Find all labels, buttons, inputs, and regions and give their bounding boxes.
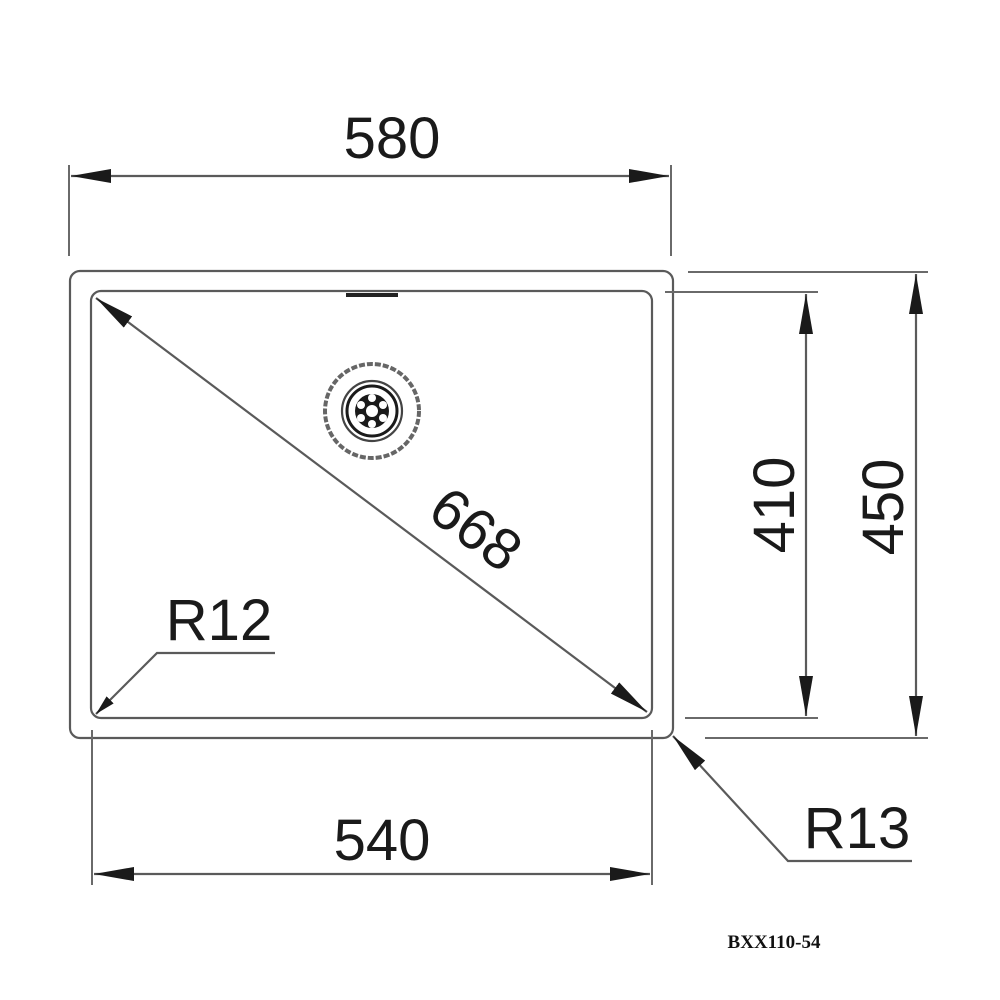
radius-label-r12: R12 xyxy=(166,588,272,653)
dimension-label-668: 668 xyxy=(418,474,534,584)
dimension-outer-height: 450 xyxy=(688,271,928,739)
radius-label-r13: R13 xyxy=(804,796,910,861)
dimension-outer-width: 580 xyxy=(68,106,672,256)
dimension-label-410: 410 xyxy=(742,457,807,554)
drain-strainer-icon xyxy=(323,362,421,460)
radius-outer-callout: R13 xyxy=(672,735,912,863)
dimension-label-540: 540 xyxy=(334,808,431,873)
dimension-inner-height: 410 xyxy=(665,291,818,719)
model-code: BXX110-54 xyxy=(728,932,821,953)
radius-inner-callout: R12 xyxy=(95,588,275,715)
dimension-label-450: 450 xyxy=(851,459,916,556)
dimension-inner-width: 540 xyxy=(91,730,653,885)
outer-rim xyxy=(68,269,675,740)
dimension-label-580: 580 xyxy=(344,106,441,171)
inner-bowl xyxy=(89,289,654,720)
